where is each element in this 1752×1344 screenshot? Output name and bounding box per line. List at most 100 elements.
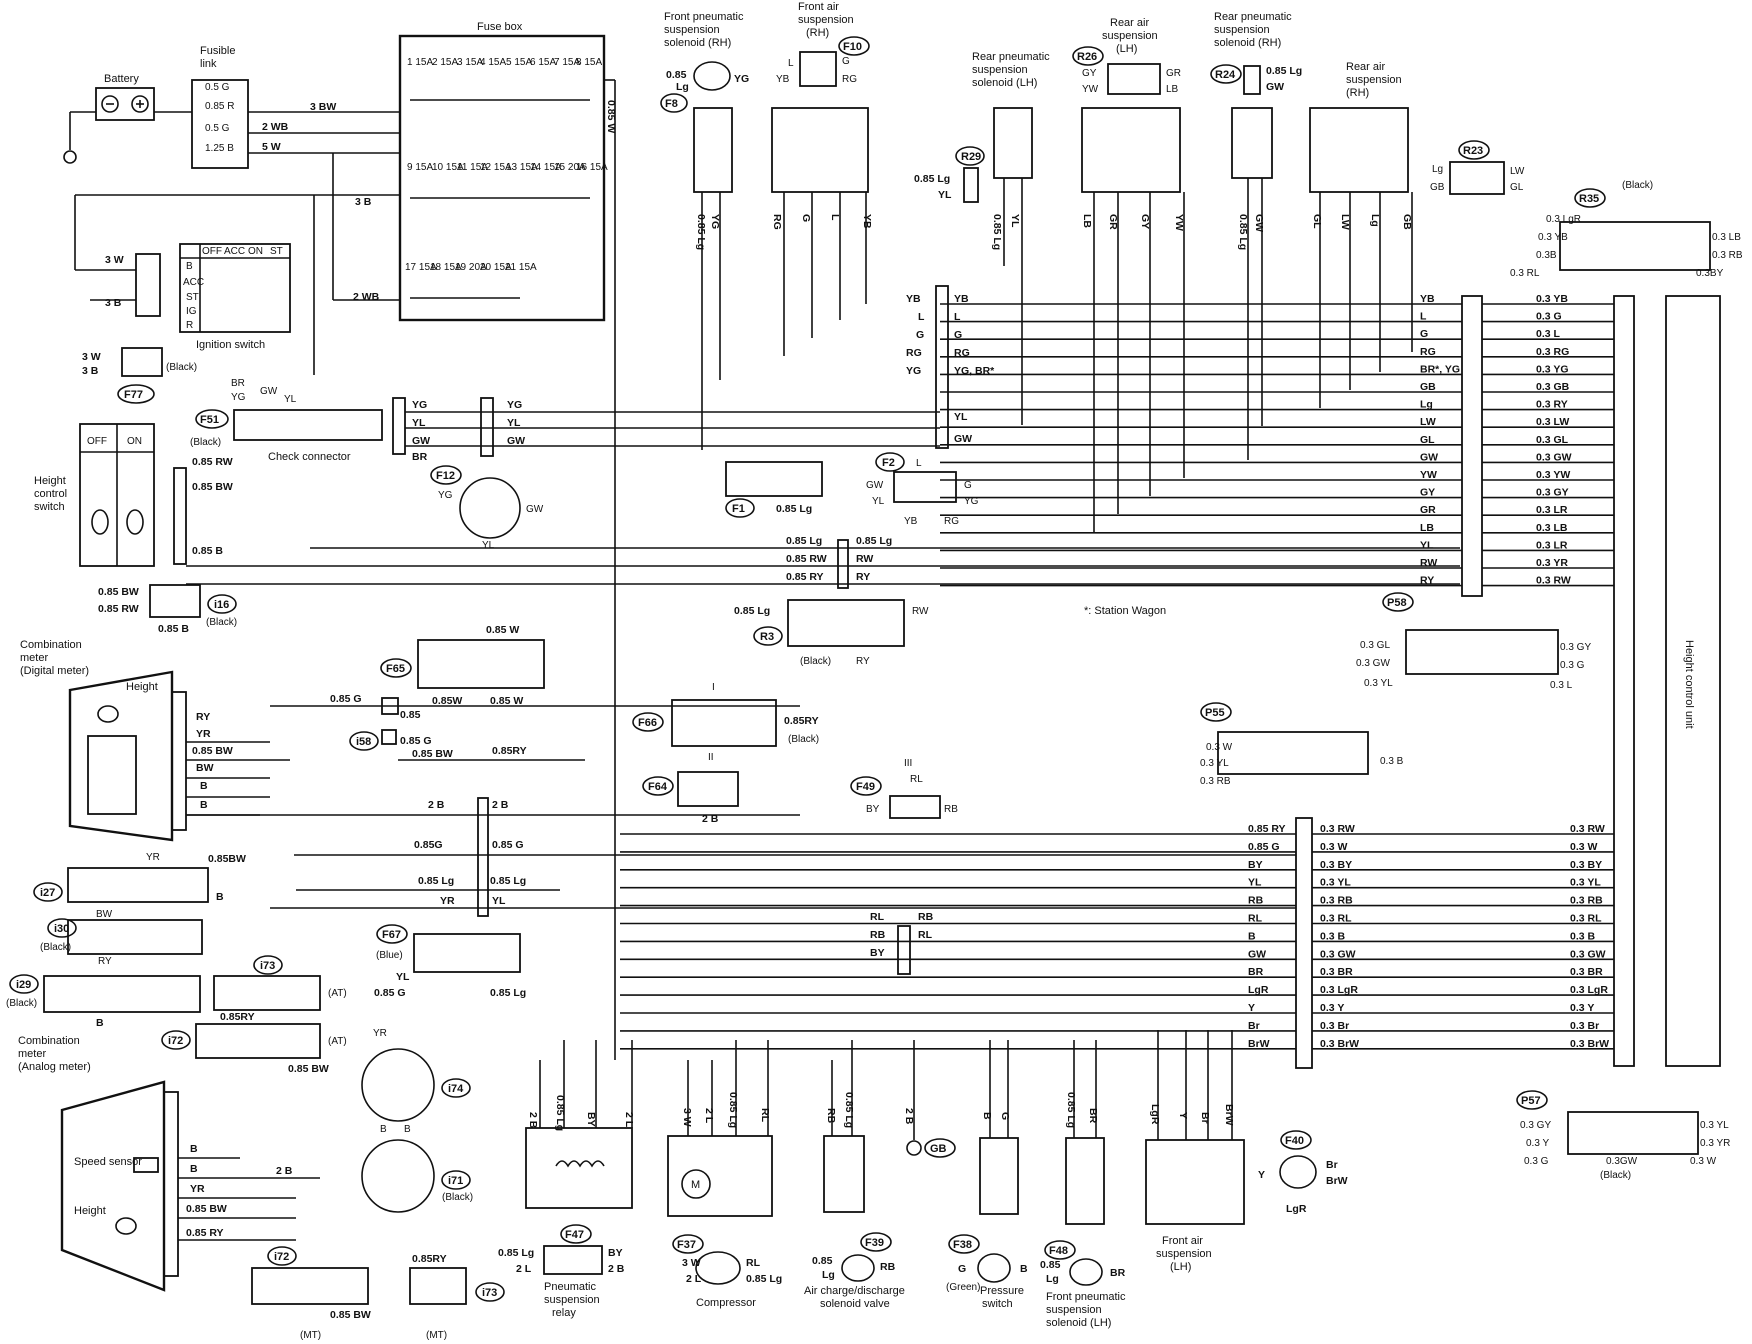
svg-text:suspension: suspension <box>1214 24 1270 36</box>
svg-text:18 15A: 18 15A <box>430 262 462 273</box>
svg-text:L: L <box>788 58 794 69</box>
svg-text:(Black): (Black) <box>166 362 197 373</box>
svg-text:0.85 Lg: 0.85 Lg <box>776 503 812 515</box>
svg-text:Combination: Combination <box>20 639 82 651</box>
svg-text:YL: YL <box>872 496 885 507</box>
svg-text:Front air: Front air <box>1162 1235 1203 1247</box>
svg-text:0.85 Lg: 0.85 Lg <box>554 1095 566 1131</box>
svg-text:RG: RG <box>906 347 922 359</box>
svg-text:Lg: Lg <box>822 1269 835 1281</box>
svg-text:0.3 YR: 0.3 YR <box>1700 1138 1730 1149</box>
svg-text:B: B <box>1020 1263 1028 1275</box>
svg-text:F65: F65 <box>386 663 405 675</box>
connector-F64: II F64 2 B <box>642 752 739 825</box>
svg-text:(Black): (Black) <box>206 617 237 628</box>
air-charge-valve-unit <box>823 1135 865 1213</box>
svg-text:switch: switch <box>34 501 65 513</box>
ground-GB: GB <box>906 1138 956 1158</box>
svg-text:R24: R24 <box>1215 69 1236 81</box>
hcu-upper-label-right: 0.3 LR <box>1536 504 1568 516</box>
svg-text:0.3 Y: 0.3 Y <box>1526 1138 1549 1149</box>
svg-text:RB: RB <box>944 804 958 815</box>
svg-text:4 15A: 4 15A <box>480 57 506 68</box>
svg-text:2 B: 2 B <box>276 1165 293 1177</box>
svg-text:IG: IG <box>186 306 197 317</box>
svg-text:RG: RG <box>842 74 857 85</box>
svg-text:B: B <box>380 1124 387 1135</box>
svg-text:(Black): (Black) <box>190 437 221 448</box>
svg-text:BW: BW <box>196 762 214 774</box>
svg-text:YW: YW <box>1173 214 1185 231</box>
hcu-lower-label-left: B <box>1248 930 1256 942</box>
svg-text:Front pneumatic: Front pneumatic <box>664 11 744 23</box>
svg-text:YR: YR <box>196 728 211 740</box>
svg-text:YB: YB <box>906 293 921 305</box>
hcu-lower-label-mid: 0.3 GW <box>1320 948 1356 960</box>
svg-text:0.85RY: 0.85RY <box>220 1011 255 1023</box>
svg-text:(Black): (Black) <box>442 1192 473 1203</box>
svg-text:Height: Height <box>74 1205 106 1217</box>
svg-text:BW: BW <box>96 909 113 920</box>
connector-R3: 0.85 Lg RW R3 (Black) RY <box>734 599 929 667</box>
svg-text:RY: RY <box>856 571 870 583</box>
svg-text:0.3 L: 0.3 L <box>1550 680 1573 691</box>
combination-meter-analog: Combination meter (Analog meter) Speed s… <box>18 1035 320 1292</box>
rear-pneumatic-solenoid-rh: Rear pneumatic suspension solenoid (RH) … <box>1210 11 1302 250</box>
svg-text:YL: YL <box>938 189 952 201</box>
svg-text:Battery: Battery <box>104 73 139 85</box>
hcu-lower-label-right: 0.3 GW <box>1570 948 1606 960</box>
svg-text:(Analog meter): (Analog meter) <box>18 1061 91 1073</box>
svg-text:0.85 Lg: 0.85 Lg <box>1266 65 1302 77</box>
hcu-upper-label-right: 0.3 L <box>1536 328 1561 340</box>
svg-text:0.85G: 0.85G <box>414 839 443 851</box>
svg-text:i73: i73 <box>482 1287 497 1299</box>
svg-text:F39: F39 <box>865 1237 884 1249</box>
svg-text:2 B: 2 B <box>702 813 719 825</box>
svg-text:Rear pneumatic: Rear pneumatic <box>972 51 1050 63</box>
svg-text:RW: RW <box>856 553 873 565</box>
svg-text:2 B: 2 B <box>492 799 509 811</box>
svg-text:GL: GL <box>1510 182 1524 193</box>
svg-text:YL: YL <box>507 417 521 429</box>
svg-text:GW: GW <box>507 435 525 447</box>
connector-i30: BW i30 (Black) RY <box>40 909 203 967</box>
svg-text:2 L: 2 L <box>623 1112 635 1128</box>
svg-text:ST: ST <box>186 292 199 303</box>
hcu-lower-label-mid: 0.3 YL <box>1320 877 1351 889</box>
svg-text:Front pneumatic: Front pneumatic <box>1046 1291 1126 1303</box>
hcu-lower-label-mid: 0.3 BrW <box>1320 1038 1359 1050</box>
hcu-lower-label-right: 0.3 Br <box>1570 1020 1599 1032</box>
hcu-lower-label-mid: 0.3 BR <box>1320 966 1353 978</box>
svg-text:3 W: 3 W <box>682 1257 701 1269</box>
combination-meter-digital: Combination meter (Digital meter) Height… <box>20 639 290 842</box>
svg-text:0.85 BW: 0.85 BW <box>98 586 139 598</box>
svg-text:Lg: Lg <box>676 81 689 93</box>
svg-text:M: M <box>691 1179 700 1191</box>
svg-text:YL: YL <box>954 411 968 423</box>
svg-text:YW: YW <box>1082 84 1099 95</box>
svg-text:RB: RB <box>880 1261 896 1273</box>
svg-text:G: G <box>958 1263 966 1275</box>
svg-text:0.3 G: 0.3 G <box>1560 660 1585 671</box>
svg-text:B: B <box>981 1112 993 1120</box>
svg-text:control: control <box>34 488 67 500</box>
hcu-lower-label-left: BrW <box>1248 1038 1270 1050</box>
svg-text:3 B: 3 B <box>82 365 99 377</box>
svg-text:0.3 W: 0.3 W <box>1690 1156 1717 1167</box>
svg-text:(Black): (Black) <box>40 942 71 953</box>
svg-text:0.3 GL: 0.3 GL <box>1360 640 1390 651</box>
svg-text:0.85RY: 0.85RY <box>492 745 527 757</box>
svg-text:R26: R26 <box>1077 51 1097 63</box>
svg-text:G: G <box>954 329 962 341</box>
svg-text:RB: RB <box>870 929 886 941</box>
connector-i71: B B i71 (Black) <box>361 1124 473 1213</box>
svg-text:0.3GW: 0.3GW <box>1606 1156 1638 1167</box>
connector-i73-at: i73 (AT) 0.85RY <box>213 955 347 1023</box>
svg-text:(AT): (AT) <box>328 1036 347 1047</box>
left-center-bus: YG YL GW BR YG YL GW <box>392 397 940 463</box>
svg-text:i29: i29 <box>16 979 31 991</box>
hcu-upper-label-left: GW <box>1420 451 1438 463</box>
svg-text:0.3 LgR: 0.3 LgR <box>1546 214 1581 225</box>
